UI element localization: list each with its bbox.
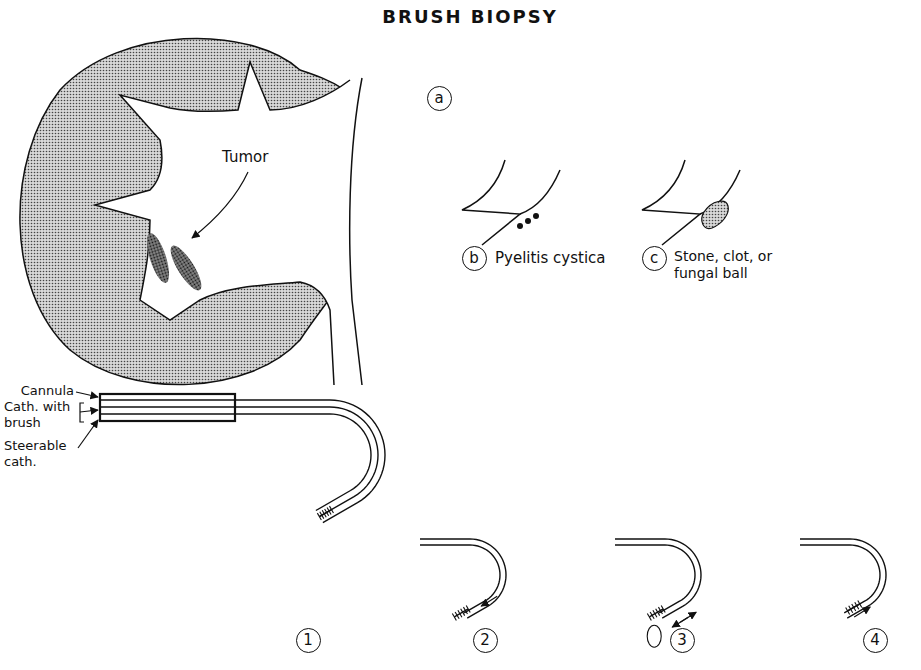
brush-bristle [317, 513, 321, 520]
callout-circle: c [642, 246, 667, 271]
steerable-catheter [100, 400, 385, 523]
calyx-outline [642, 160, 700, 245]
callout-letter: c [650, 251, 658, 266]
brush-bristle [650, 612, 654, 619]
leader-line [76, 392, 98, 397]
catheter-wall [420, 539, 506, 618]
brush-shaft [649, 609, 663, 617]
brush-bristle [653, 610, 657, 617]
catheter-wall [615, 539, 701, 618]
calyx-outline [462, 160, 520, 245]
callout-letter: 3 [677, 633, 687, 648]
brush-bristle [466, 606, 470, 613]
motion-arrow [854, 607, 870, 617]
tumor-mass [142, 231, 173, 285]
motion-arrow [481, 596, 497, 606]
brush-bristle [455, 612, 459, 619]
callout-circle: a [427, 86, 452, 111]
tumor-mass [165, 242, 206, 295]
brush-shaft [454, 609, 468, 617]
cyst [517, 223, 523, 229]
part-label: Stone, clot, or fungal ball [674, 248, 814, 282]
steerable-catheter [100, 414, 371, 511]
cyst [533, 213, 539, 219]
part-label: Cath. with brush [4, 399, 78, 430]
title: BRUSH BIOPSY [382, 6, 557, 28]
catheter-wall [800, 545, 880, 613]
callout-circle: 3 [670, 628, 695, 653]
catheter-figures [100, 394, 886, 647]
calyx-outline [520, 170, 560, 214]
brush-bristle [458, 610, 462, 617]
callout-letter: b [469, 251, 479, 266]
rotation-arrow [647, 625, 661, 647]
brush-bristle [855, 602, 859, 609]
callout-circle: 4 [863, 628, 888, 653]
callout-letter: 1 [303, 633, 313, 648]
brush-bristle [658, 607, 662, 614]
part-label: Steerable cath. [4, 438, 82, 469]
renal-pelvis-outline [95, 62, 350, 385]
brush-bristle [463, 607, 467, 614]
kidney [20, 38, 362, 385]
callout-letter: 2 [480, 633, 490, 648]
cannula [100, 394, 235, 421]
brush-bristle [452, 614, 456, 621]
brush-bristle [846, 608, 850, 615]
brush-bristle [852, 604, 856, 611]
ureter-wall [350, 78, 362, 385]
brush-catheter [100, 407, 378, 517]
brush-bristle [656, 609, 660, 616]
brush-bristle [849, 606, 853, 613]
stone [702, 201, 728, 228]
motion-arrow [672, 617, 688, 627]
leader-line [78, 420, 98, 448]
catheter-wall [615, 545, 695, 613]
catheter-wall [800, 539, 886, 618]
cyst [525, 218, 531, 224]
part-label: Tumor [222, 148, 268, 166]
callout-letter: 4 [870, 633, 880, 648]
brush-bristle [661, 606, 665, 613]
leaders [76, 392, 98, 448]
tumor-pointer [192, 172, 248, 238]
pyelitis-cystica-figure [462, 160, 560, 245]
part-label: Pyelitis cystica [495, 249, 606, 267]
brush-bristle [858, 601, 862, 608]
stone-figure [642, 160, 740, 245]
renal-pelvis-fill [95, 62, 362, 385]
callout-circle: 2 [473, 628, 498, 653]
callout-circle: b [462, 246, 487, 271]
part-label: Cannula [21, 383, 74, 399]
brush-bristle [647, 614, 651, 621]
leader-line [80, 410, 98, 412]
callout-letter: a [434, 91, 443, 106]
catheter-wall [420, 545, 500, 613]
callout-circle: 1 [296, 628, 321, 653]
brush-bristle [461, 609, 465, 616]
